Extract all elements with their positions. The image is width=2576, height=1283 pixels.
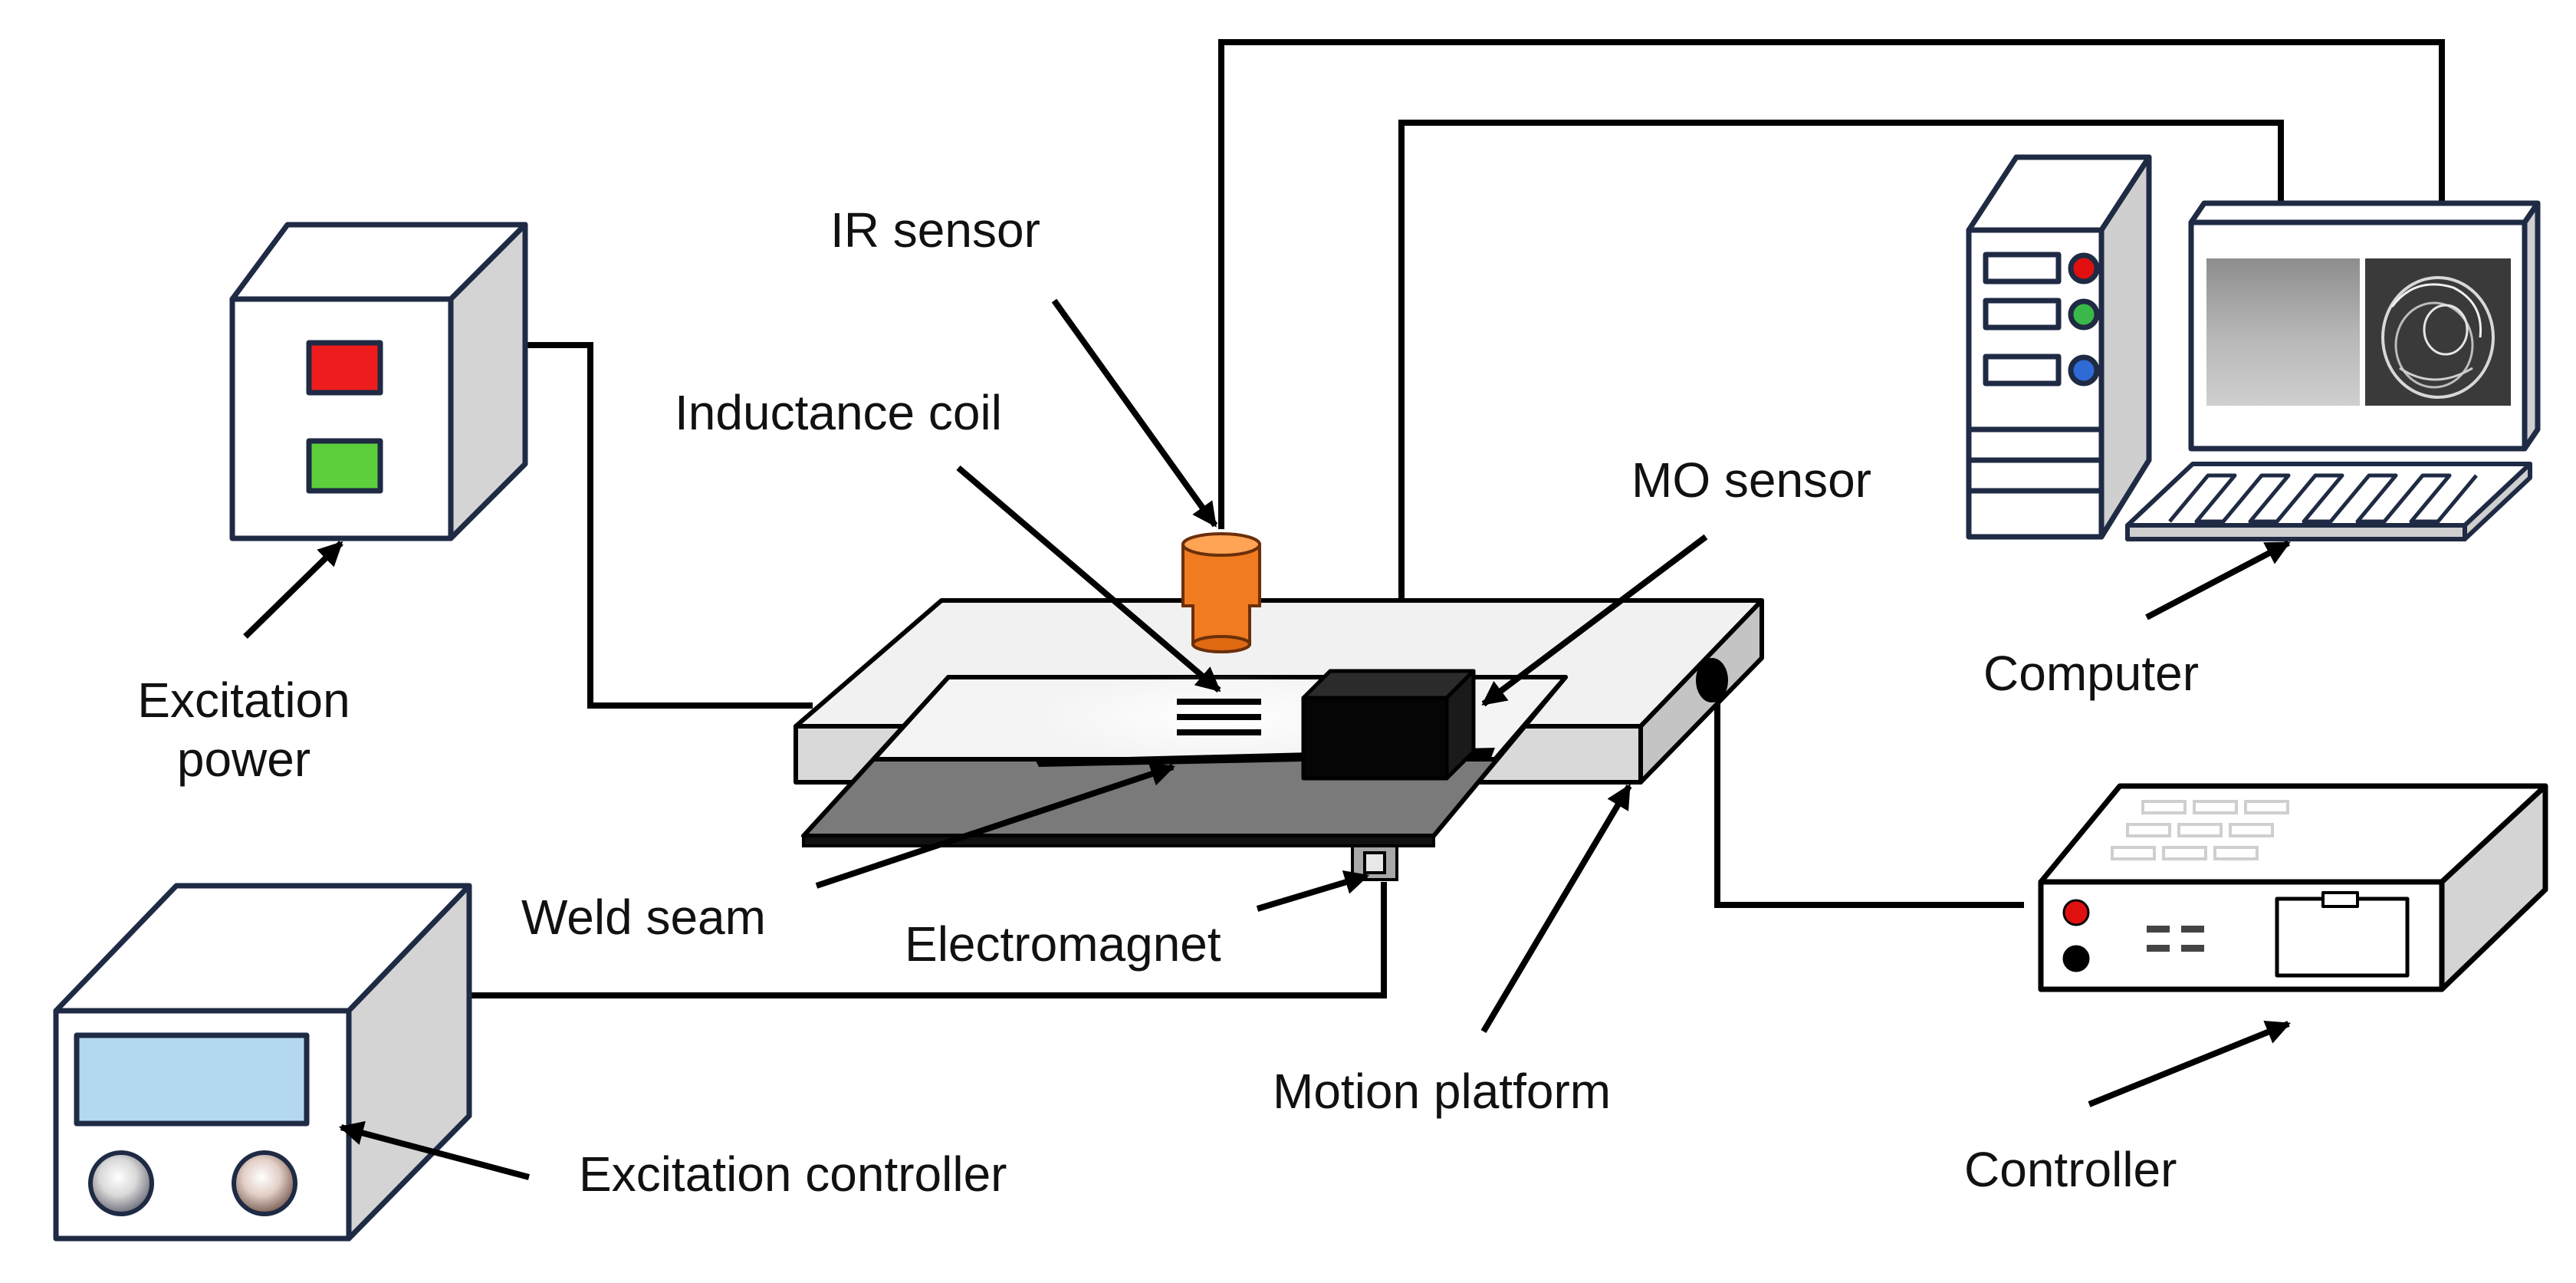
- label-inductance-coil: Inductance coil: [675, 385, 1002, 440]
- excitation-controller-box: [53, 883, 472, 1242]
- arrow-excitation-controller: [338, 1120, 531, 1180]
- label-excitation-power-line1: Excitation: [137, 673, 350, 728]
- label-excitation-controller: Excitation controller: [579, 1146, 1007, 1202]
- wire-excitation-power-to-coil: [525, 342, 813, 709]
- controller-slot: [2275, 896, 2410, 978]
- label-computer: Computer: [1983, 646, 2199, 701]
- led-red: [2068, 252, 2100, 285]
- wire-excitation-controller-to-electromagnet: [469, 882, 1387, 998]
- arrow-excitation-power: [243, 541, 343, 639]
- wire-mo-sensor-to-computer: [1398, 120, 2284, 667]
- excitation-power-front: [229, 296, 454, 541]
- wire-platform-to-controller: [1712, 676, 2024, 908]
- drive-bay-1: [1983, 252, 2062, 285]
- controller-buttons: [2147, 926, 2204, 952]
- arrow-inductance-coil: [956, 465, 1221, 693]
- arrow-computer: [2145, 540, 2291, 620]
- pointer-arrows: [243, 298, 2291, 1180]
- power-green-indicator: [306, 438, 383, 494]
- arrow-ir-sensor: [1051, 298, 1218, 528]
- arrow-mo-sensor: [1481, 534, 1708, 707]
- controller-led-black: [2062, 945, 2090, 972]
- drive-bay-3: [1983, 354, 2062, 387]
- drive-bay-2: [1983, 298, 2062, 331]
- led-green: [2068, 298, 2100, 331]
- arrow-weld-seam: [815, 762, 1176, 889]
- label-weld-seam: Weld seam: [521, 890, 766, 945]
- controller-led-red: [2062, 899, 2090, 926]
- inductance-coil: [1177, 699, 1261, 735]
- label-ir-sensor: IR sensor: [830, 202, 1040, 258]
- right-knob: [232, 1150, 297, 1216]
- label-controller: Controller: [1964, 1142, 2177, 1197]
- excitation-power-box: [229, 222, 528, 541]
- plate-edge: [802, 834, 1435, 847]
- label-motion-platform: Motion platform: [1273, 1064, 1612, 1119]
- label-excitation-power-line2: power: [176, 731, 311, 787]
- ir-sensor-body: [1181, 543, 1261, 646]
- label-electromagnet: Electromagnet: [905, 916, 1221, 972]
- controller-top-keys: [2111, 800, 2289, 860]
- ir-image-panel: [2365, 258, 2511, 406]
- label-mo-sensor: MO sensor: [1631, 452, 1871, 508]
- mo-sensor: [1301, 669, 1476, 781]
- computer-tower: [1966, 154, 2152, 540]
- mo-image-panel: [2206, 258, 2360, 406]
- electromagnet: [1351, 844, 1398, 881]
- controller-display: [74, 1032, 310, 1127]
- led-blue: [2068, 354, 2100, 387]
- ir-sensor-top: [1181, 532, 1261, 557]
- power-red-indicator: [306, 340, 383, 396]
- arrow-motion-platform: [1480, 784, 1632, 1034]
- arrow-controller: [2088, 1020, 2291, 1107]
- signal-wires: [469, 39, 2445, 998]
- arrow-electromagnet: [1256, 870, 1370, 912]
- keyboard: [2125, 462, 2532, 541]
- label-excitation-power: Excitation power: [137, 671, 350, 789]
- ir-sensor-bottom: [1191, 635, 1251, 653]
- ir-sensor: [1181, 532, 1261, 653]
- wire-ir-sensor-to-computer: [1218, 39, 2445, 529]
- platform-knob: [1696, 658, 1728, 702]
- controller-box: [2038, 783, 2548, 992]
- left-knob: [88, 1150, 154, 1216]
